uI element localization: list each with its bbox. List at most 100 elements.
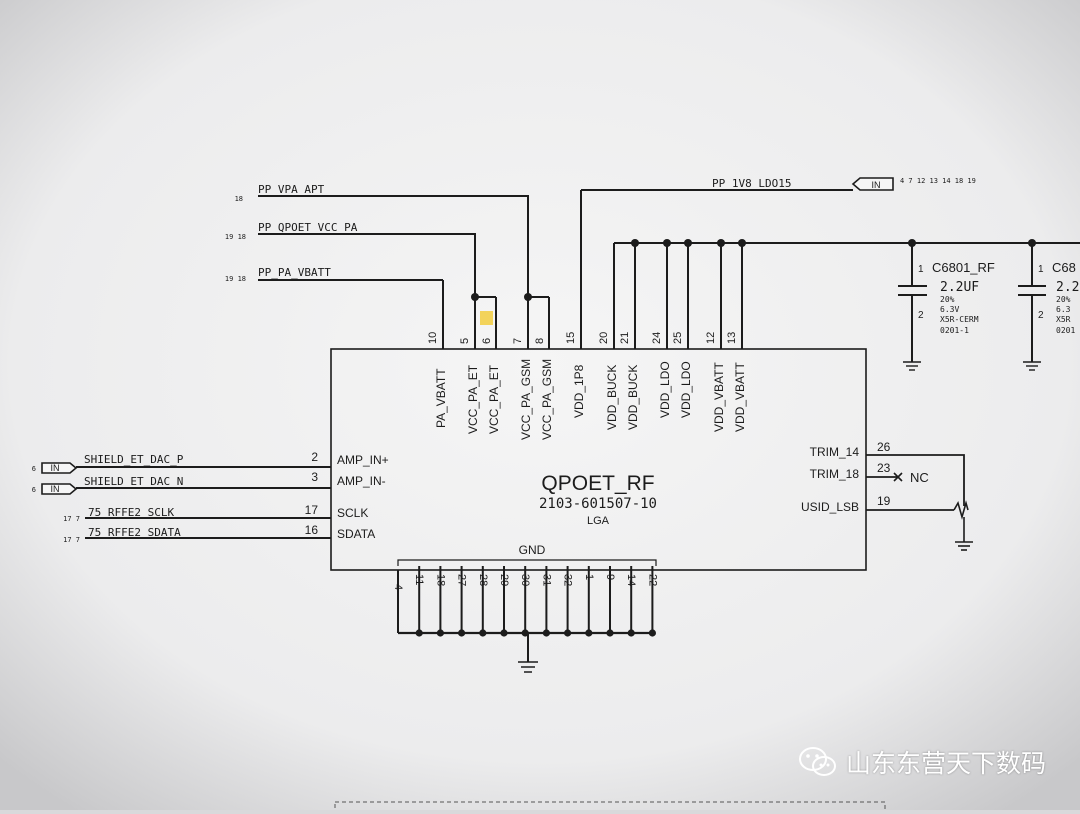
port-label: IN xyxy=(872,180,881,190)
cap-pin2: 2 xyxy=(918,310,924,321)
pin-number: 15 xyxy=(565,332,577,344)
net-label: SHIELD_ET_DAC_N xyxy=(84,475,183,488)
pin-number: 32 xyxy=(562,574,574,586)
pin-number: 20 xyxy=(598,332,610,344)
pin-label: VDD_BUCK xyxy=(605,365,619,430)
bottom-gnd-pin: 4 xyxy=(392,570,404,633)
pin-number: 27 xyxy=(456,574,468,586)
net-label: SHIELD_ET_DAC_P xyxy=(84,453,184,466)
cap-dielectric: X5R-CERM xyxy=(940,315,979,324)
cap-ref: C68 xyxy=(1052,260,1076,275)
junction-dot xyxy=(458,629,466,637)
pin-number: 12 xyxy=(705,332,717,344)
wechat-icon xyxy=(799,747,836,776)
junction-dot xyxy=(415,629,423,637)
junction-dot xyxy=(542,629,551,637)
junction-dot xyxy=(564,629,572,637)
pin-6-highlight xyxy=(480,311,493,325)
right-pin: NC 23 TRIM_18 xyxy=(810,461,929,485)
port-symbol-in: IN xyxy=(851,177,894,191)
pin-label: VDD_LDO xyxy=(658,361,672,418)
pin-number: 17 xyxy=(305,503,319,517)
cap-tolerance: 20% xyxy=(1056,295,1071,304)
junction-dot xyxy=(627,629,635,637)
watermark: 山东东营天下数码 xyxy=(798,742,1046,782)
pin-label: TRIM_14 xyxy=(810,445,860,459)
junction-dot xyxy=(500,629,508,637)
bottom-gnd-pin: 29 xyxy=(498,566,510,637)
no-connect-icon xyxy=(893,472,903,482)
net-refs: 18 xyxy=(235,195,243,203)
net-refs: 6 xyxy=(32,465,36,473)
cap-value: 2.2UF xyxy=(940,280,979,295)
pin-label: VCC_PA_ET xyxy=(487,364,501,434)
pin-number: 30 xyxy=(519,574,531,586)
cap-value: 2.2 xyxy=(1056,280,1079,295)
cap-voltage: 6.3V xyxy=(940,305,959,314)
pin-number: 28 xyxy=(477,574,489,586)
ground-icon xyxy=(1023,361,1041,371)
bottom-gnd-pin: 9 xyxy=(604,566,616,637)
bottom-gnd-pin: 1 xyxy=(583,566,595,637)
pin-number: 10 xyxy=(427,332,439,344)
pin-label: VDD_VBATT xyxy=(712,362,726,432)
junction-dot xyxy=(436,629,444,637)
port-label: IN xyxy=(51,463,60,473)
bottom-gnd-pin: 32 xyxy=(562,566,574,637)
net-label-pp-1v8-ldo15: PP_1V8_LDO15 xyxy=(712,177,791,190)
chip-part-number: 2103-601507-10 xyxy=(539,496,657,512)
cap-pin2: 2 xyxy=(1038,310,1044,321)
ground-icon xyxy=(518,661,538,673)
net-wire-pp-vpa-apt xyxy=(258,195,529,297)
pin-label: VDD_LDO xyxy=(679,361,693,418)
chip-name: QPOET_RF xyxy=(541,472,654,495)
cap-tolerance: 20% xyxy=(940,295,955,304)
net-label: 75_RFFE2_SCLK xyxy=(88,506,174,519)
cap-ref: C6801_RF xyxy=(932,260,995,275)
pin-number: 24 xyxy=(651,332,663,344)
pin-number: 11 xyxy=(413,574,425,585)
watermark-text: 山东东营天下数码 xyxy=(846,749,1047,778)
right-pin: 26 TRIM_14 xyxy=(810,440,965,506)
pin-number: 19 xyxy=(877,494,891,508)
net-label: 75_RFFE2_SDATA xyxy=(88,526,181,539)
bottom-gnd-pin: 27 xyxy=(456,566,468,637)
bottom-gnd-pin: 31 xyxy=(540,566,552,637)
gnd-bracket xyxy=(397,559,657,566)
net-refs: 6 xyxy=(32,486,36,494)
right-pin-group: 26 TRIM_14 NC 23 TRIM_18 19 USID_LSB xyxy=(801,440,973,551)
pin-number: 2 xyxy=(311,450,318,464)
ground-icon xyxy=(903,361,921,371)
pin-number: 26 xyxy=(877,440,891,454)
pin-number: 22 xyxy=(646,574,658,586)
bottom-gnd-pin: 18 xyxy=(434,566,446,637)
pin-label: TRIM_18 xyxy=(810,467,860,481)
pin-number: 21 xyxy=(619,332,631,344)
pin-number: 8 xyxy=(534,338,546,344)
net-label-pp-qpoet-vcc-pa: PP_QPOET_VCC_PA xyxy=(258,221,358,234)
cap-size: 0201-1 xyxy=(940,326,969,335)
pin-number: 3 xyxy=(311,470,318,484)
net-refs: 17 7 xyxy=(63,515,80,523)
pin-number: 18 xyxy=(434,574,446,586)
left-pin: IN 6 SHIELD_ET_DAC_N 3 AMP_IN- xyxy=(32,470,386,495)
cap-size: 0201 xyxy=(1056,326,1075,335)
pin-number: 5 xyxy=(459,338,471,344)
net-refs: 17 7 xyxy=(63,536,80,544)
net-label-pp-pa-vbatt: PP_PA_VBATT xyxy=(258,266,331,279)
gnd-bank-label: GND xyxy=(519,543,546,557)
left-pin: IN 6 SHIELD_ET_DAC_P 2 AMP_IN+ xyxy=(32,450,389,474)
cap-pin1: 1 xyxy=(918,264,924,275)
